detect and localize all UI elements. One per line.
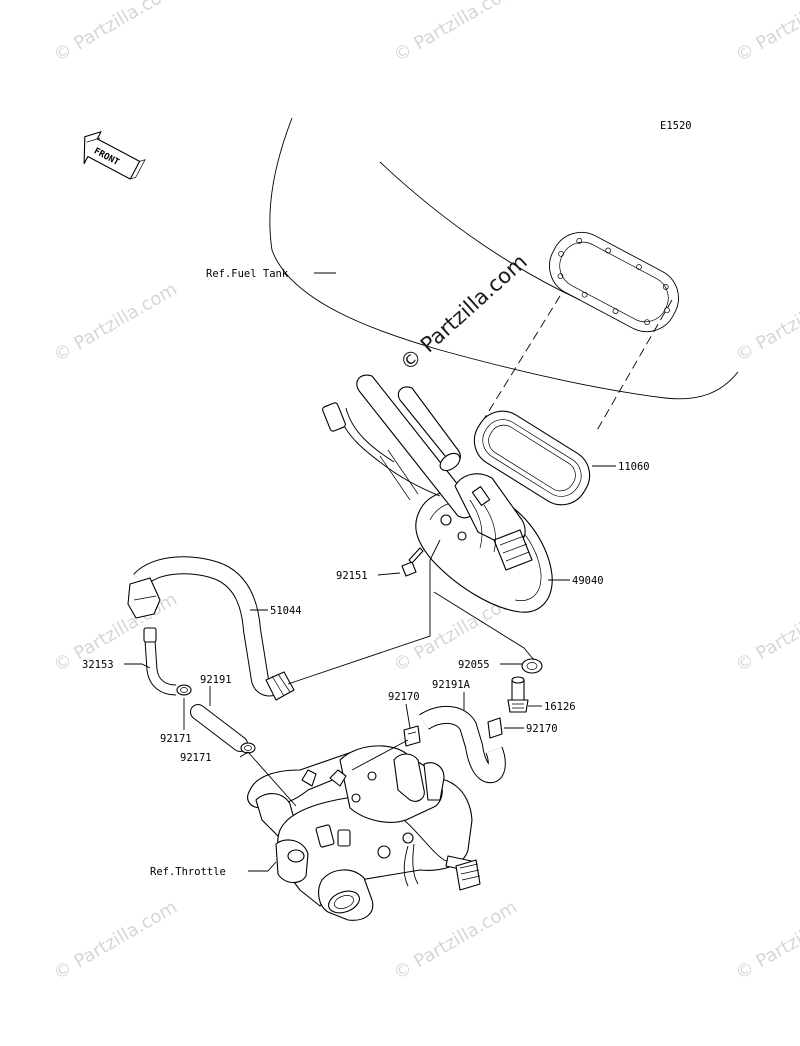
fuel-tank-seam <box>379 161 581 301</box>
part-11060-gasket <box>473 410 591 506</box>
pump-wire-plug <box>322 402 346 432</box>
hose-connector-right <box>265 671 295 701</box>
leader-92055-line <box>433 591 535 661</box>
part-92151-bolt <box>401 547 424 577</box>
part-51044-fuel-hose <box>127 556 295 701</box>
gasket-outer <box>473 410 591 506</box>
leader-lines <box>124 272 616 872</box>
part-92171-clip-lower <box>240 742 256 754</box>
watermark-tile: © Partzilla.com <box>732 0 800 66</box>
fuel-tank-lower-edge <box>269 117 739 400</box>
fuel-tank-outline <box>269 117 739 433</box>
watermark-tile: © Partzilla.com <box>390 897 521 985</box>
watermark-tile: © Partzilla.com <box>50 897 181 985</box>
callout-92171-upper: 92171 <box>160 733 192 745</box>
callout-92055: 92055 <box>458 659 490 671</box>
watermark-tile: © Partzilla.com <box>50 279 181 367</box>
throttle-linkage <box>403 819 467 867</box>
flange-alignment-dashline <box>475 295 561 433</box>
leader-92170a <box>405 703 411 729</box>
flange-inner <box>559 241 669 323</box>
front-arrow-depth <box>86 137 146 180</box>
callout-92191: 92191 <box>200 674 232 686</box>
callout-16126: 16126 <box>544 701 576 713</box>
leader-92170-to-throttle <box>351 739 409 771</box>
callout-labels: Ref.Fuel Tank 11060 49040 92151 51044 92… <box>82 268 650 878</box>
pump-connector <box>493 529 533 571</box>
flange-alignment-dashline-2 <box>595 299 673 433</box>
watermark-tile: © Partzilla.com <box>732 279 800 367</box>
throttle-injector-right <box>393 753 425 802</box>
part-92170-clip-a <box>403 725 421 747</box>
pipe-joint-end <box>143 627 157 643</box>
callout-92151: 92151 <box>336 570 368 582</box>
leader-92171-to-throttle <box>247 751 297 807</box>
callout-49040: 49040 <box>572 575 604 587</box>
hose-51044-fill <box>134 557 283 696</box>
front-direction-arrow: FRONT <box>83 131 146 180</box>
leader-hose-to-pump-2 <box>429 539 441 561</box>
diagram-code: E1520 <box>660 120 692 132</box>
throttle-body-assembly <box>247 745 481 921</box>
callout-92170-upper: 92170 <box>388 691 420 703</box>
front-arrow-icon <box>83 131 141 180</box>
watermark-tile: © Partzilla.com <box>50 589 181 677</box>
ref-throttle-label: Ref.Throttle <box>150 866 226 878</box>
part-92191A-hose <box>419 706 506 784</box>
callout-92170-right: 92170 <box>526 723 558 735</box>
callout-92171-lower: 92171 <box>180 752 212 764</box>
watermark-tile: © Partzilla.com <box>50 0 181 66</box>
callout-11060: 11060 <box>618 461 650 473</box>
callout-92191A: 92191A <box>432 679 471 691</box>
part-49040-fuel-pump <box>322 374 553 613</box>
part-16126-sensor <box>507 676 529 713</box>
ref-fuel-tank-label: Ref.Fuel Tank <box>206 268 289 280</box>
leader-32153 <box>124 663 151 669</box>
pump-wire-harness-2 <box>345 407 395 463</box>
watermark-tile: © Partzilla.com <box>390 0 521 66</box>
callout-32153: 32153 <box>82 659 114 671</box>
pump-connector-ribs <box>499 535 530 562</box>
watermark-tile: © Partzilla.com <box>732 589 800 677</box>
callout-51044: 51044 <box>270 605 302 617</box>
leader-throttle <box>248 861 277 872</box>
leader-92151 <box>377 572 401 576</box>
part-92055-o-ring <box>521 658 543 674</box>
watermark-tile: © Partzilla.com <box>732 897 800 985</box>
pump-wire-sleeve <box>379 449 419 501</box>
flange-outer <box>549 231 679 333</box>
part-92170-clip-b <box>487 717 503 739</box>
part-32153-pipe <box>143 627 177 696</box>
part-92171-clip-upper <box>176 684 192 696</box>
pump-motor-end <box>439 452 461 472</box>
leader-92171-lower <box>239 751 249 758</box>
fuel-tank-flange <box>549 231 679 333</box>
leader-hose-to-pump <box>287 560 431 685</box>
part-92191-hose <box>190 704 248 752</box>
